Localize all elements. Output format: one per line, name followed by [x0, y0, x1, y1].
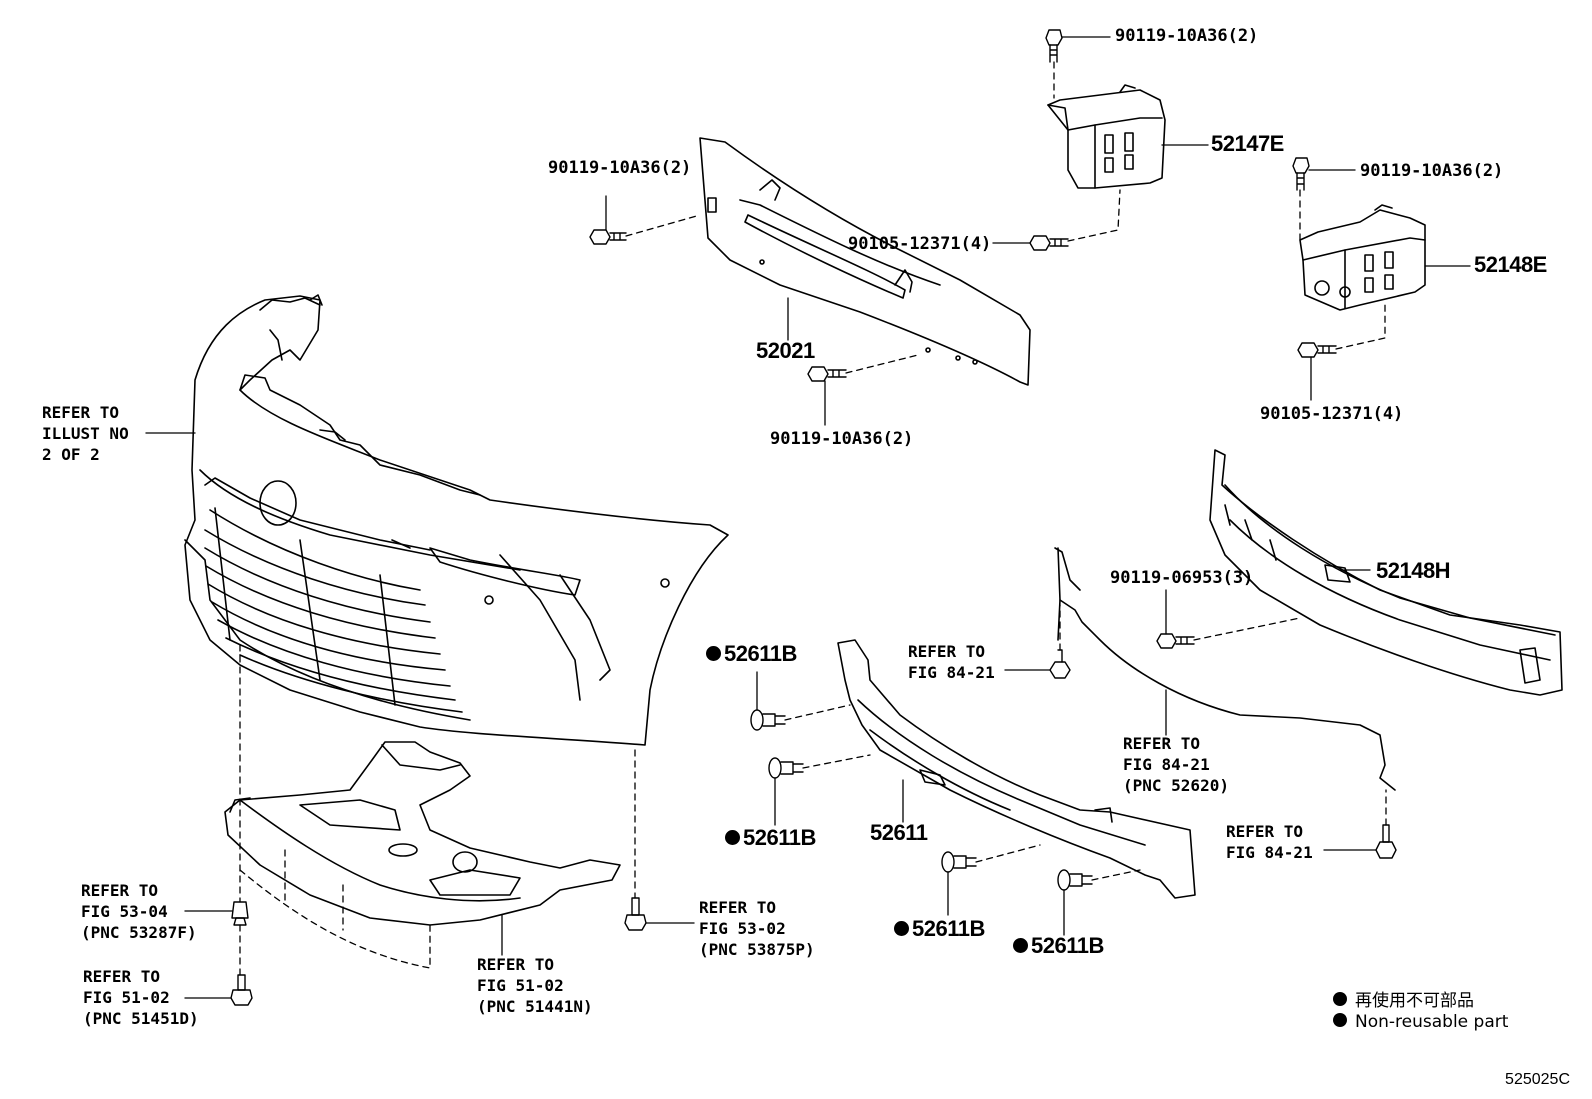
bolt-icon	[589, 229, 627, 245]
bolt-icon	[1156, 633, 1195, 649]
refer-label: REFER TO ILLUST NO 2 OF 2	[42, 403, 129, 464]
absorber-52611	[837, 639, 1196, 899]
push-clip-icon	[941, 851, 977, 873]
bumper-reinforcement-52021	[699, 137, 1031, 386]
part-number-52611B: 52611B	[894, 918, 985, 940]
legend-en: Non-reusable part	[1333, 1012, 1508, 1032]
bolt-label: 90119-10A36(2)	[1360, 161, 1504, 181]
bolt-label: 90119-10A36(2)	[548, 158, 692, 178]
leader-lines	[145, 36, 1471, 999]
bolt-label: 90119-10A36(2)	[770, 429, 914, 449]
bolt-icon	[624, 897, 647, 931]
non-reusable-dot-icon	[894, 920, 909, 936]
bolt-icon	[807, 366, 847, 382]
non-reusable-dot-icon	[1013, 937, 1028, 953]
part-number-52148E: 52148E	[1474, 252, 1547, 277]
refer-label: REFER TO FIG 51-02 (PNC 51441N)	[477, 955, 593, 1016]
part-number-52147E: 52147E	[1211, 131, 1284, 156]
non-reusable-dot-icon	[725, 829, 740, 845]
part-number-52148H: 52148H	[1376, 558, 1451, 583]
part-number-52611B: 52611B	[725, 827, 816, 849]
figure-code: 525025C	[1505, 1071, 1570, 1088]
bolt-label: 90119-10A36(2)	[1115, 26, 1259, 46]
non-reusable-dot-icon	[1333, 1013, 1347, 1027]
legend-jp: 再使用不可部品	[1333, 986, 1474, 1011]
push-clip-icon	[768, 757, 804, 779]
fasteners	[230, 29, 1397, 1006]
bolt-label: 90105-12371(4)	[848, 234, 992, 254]
bolt-icon	[1292, 157, 1310, 191]
bracket-52148E	[1299, 204, 1426, 311]
wire-harness	[1054, 547, 1396, 791]
absorber-52148H	[1209, 449, 1563, 696]
refer-label: REFER TO FIG 51-02 (PNC 51451D)	[83, 967, 199, 1028]
push-clip-icon	[750, 709, 786, 731]
refer-label: REFER TO FIG 84-21 (PNC 52620)	[1123, 734, 1229, 795]
bolt-icon	[1045, 29, 1063, 63]
non-reusable-dot-icon	[706, 645, 721, 661]
bolt-icon	[1029, 235, 1069, 251]
assembly-lines	[239, 61, 1387, 976]
clip-icon	[231, 901, 249, 926]
bolt-icon	[1297, 342, 1337, 358]
part-number-52611: 52611	[870, 820, 928, 845]
clip-icon	[1049, 649, 1071, 679]
refer-label: REFER TO FIG 53-04 (PNC 53287F)	[81, 881, 197, 942]
bracket-52147E	[1047, 84, 1166, 189]
refer-label: REFER TO FIG 53-02 (PNC 53875P)	[699, 898, 815, 959]
part-number-52611B: 52611B	[1013, 935, 1104, 957]
clip-icon	[1375, 824, 1397, 859]
non-reusable-dot-icon	[1333, 992, 1347, 1006]
bolt-label: 90119-06953(3)	[1110, 568, 1254, 588]
part-number-52021: 52021	[756, 338, 815, 363]
push-clip-icon	[1057, 869, 1093, 891]
bolt-icon	[230, 974, 253, 1006]
bolt-label: 90105-12371(4)	[1260, 404, 1404, 424]
refer-label: REFER TO FIG 84-21	[1226, 822, 1313, 862]
part-number-52611B: 52611B	[706, 643, 797, 665]
refer-label: REFER TO FIG 84-21	[908, 642, 995, 682]
bumper-cover	[184, 294, 729, 746]
engine-under-cover	[224, 741, 621, 926]
